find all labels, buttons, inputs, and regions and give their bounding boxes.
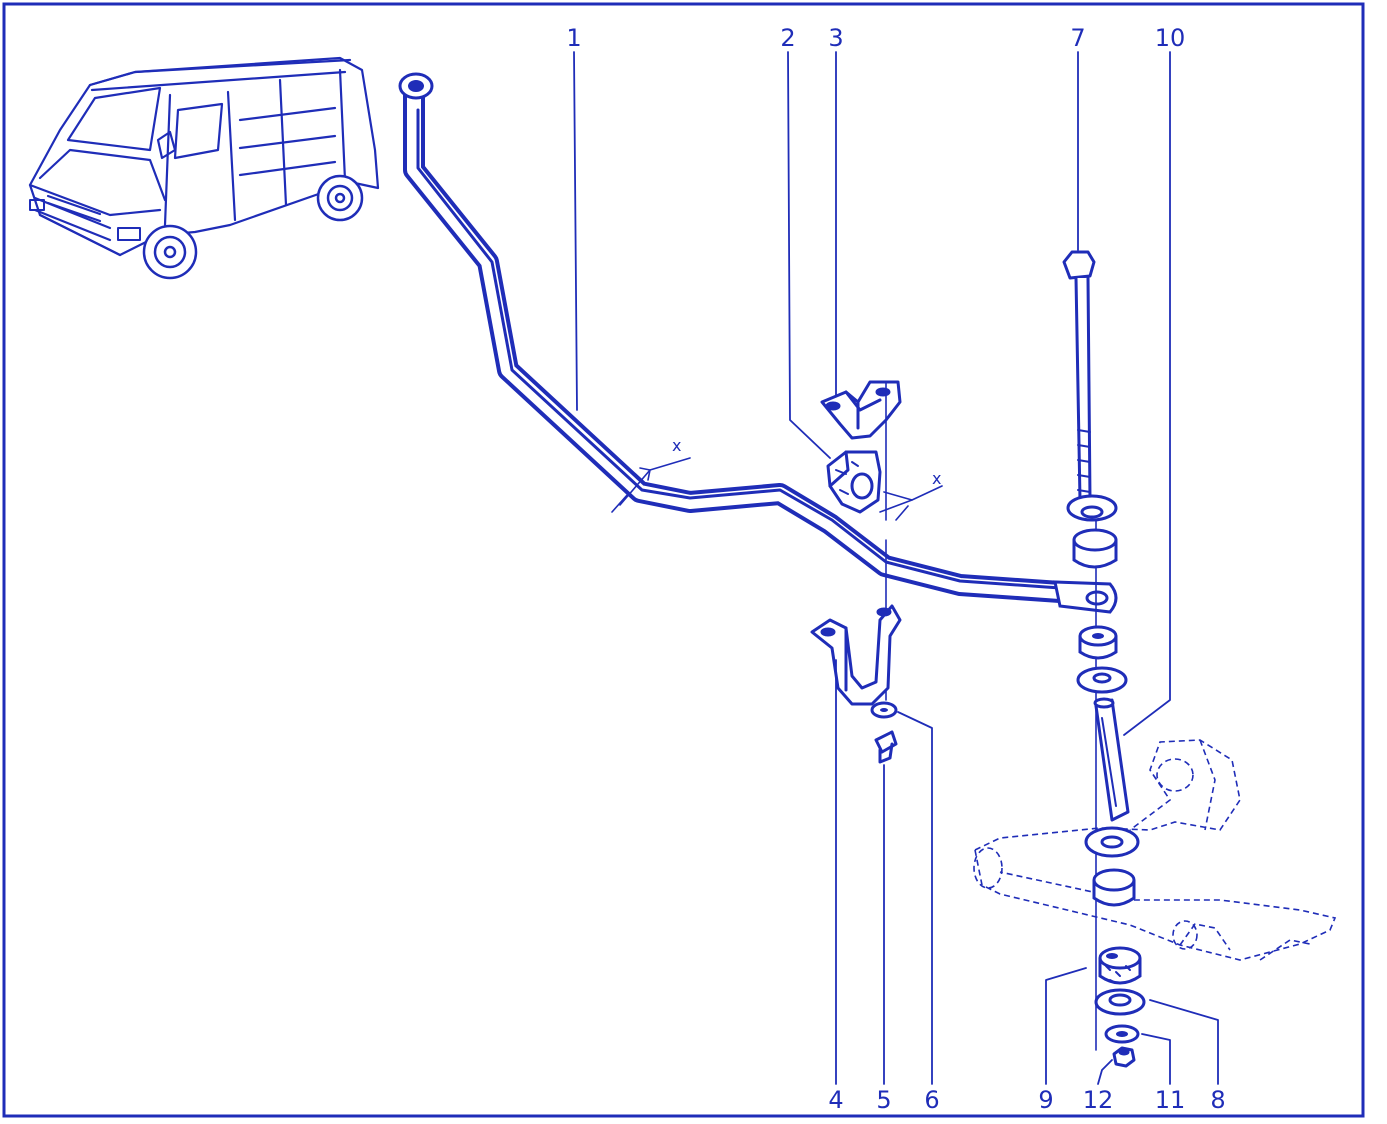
bush-diameter-label: x bbox=[932, 469, 941, 488]
bar-diameter-label: x bbox=[672, 436, 681, 455]
upper-clamp bbox=[820, 380, 902, 440]
part-number-5: 5 bbox=[876, 1086, 891, 1114]
part-number-1: 1 bbox=[566, 24, 581, 52]
part-number-4: 4 bbox=[828, 1086, 843, 1114]
link-cup-washer-middle bbox=[1076, 666, 1128, 694]
anti-roll-bar bbox=[398, 72, 1118, 614]
part-number-labels: 1 2 3 4 5 6 7 8 9 10 11 12 bbox=[566, 24, 1225, 1114]
part-number-3: 3 bbox=[828, 24, 843, 52]
washer-part-6 bbox=[870, 701, 898, 719]
bolt-part-5 bbox=[874, 730, 898, 764]
link-rubber-bush-under-arm bbox=[1092, 868, 1136, 907]
part-number-8: 8 bbox=[1210, 1086, 1225, 1114]
van-illustration bbox=[28, 56, 380, 280]
rubber-bush-part-9 bbox=[1098, 946, 1142, 985]
leader-lines bbox=[573, 51, 1219, 1085]
part-number-10: 10 bbox=[1155, 24, 1186, 52]
bush-diameter-dimension: x bbox=[879, 469, 943, 521]
washer-part-11 bbox=[1104, 1024, 1140, 1044]
part-number-6: 6 bbox=[924, 1086, 939, 1114]
part-number-11: 11 bbox=[1155, 1086, 1186, 1114]
link-cup-washer-upper bbox=[1066, 494, 1118, 522]
nut-part-12 bbox=[1112, 1046, 1136, 1068]
part-number-2: 2 bbox=[780, 24, 795, 52]
part-number-12: 12 bbox=[1083, 1086, 1114, 1114]
bar-diameter-dimension: x bbox=[611, 436, 691, 513]
link-cup-washer-lower bbox=[1084, 826, 1140, 858]
part-number-9: 9 bbox=[1038, 1086, 1053, 1114]
lower-suspension-arm-outline bbox=[973, 739, 1337, 961]
part-number-7: 7 bbox=[1070, 24, 1085, 52]
bar-bush bbox=[826, 450, 882, 514]
link-rubber-bush-upper bbox=[1072, 528, 1118, 569]
diagram-frame bbox=[2, 2, 1365, 1118]
cup-washer-part-8 bbox=[1094, 988, 1146, 1016]
link-bolt bbox=[1062, 250, 1096, 502]
link-rubber-bush-middle bbox=[1078, 625, 1118, 660]
lower-clamp bbox=[810, 604, 902, 706]
spacer-tube bbox=[1093, 697, 1130, 822]
